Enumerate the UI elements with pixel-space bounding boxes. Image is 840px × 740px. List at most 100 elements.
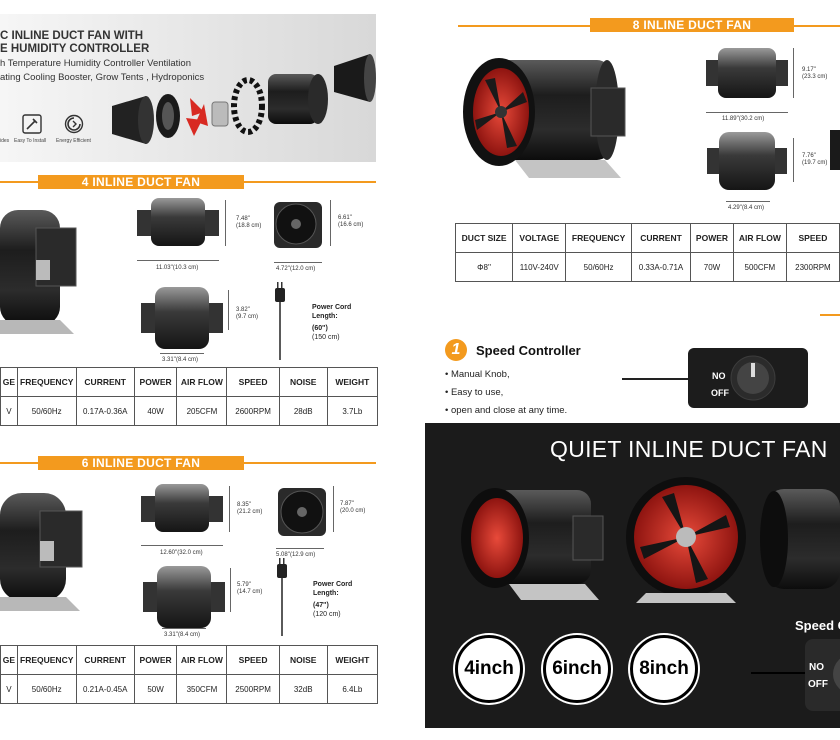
quiet-panel: QUIET INLINE DUCT FAN 4inch 6inch 8inch … [425,423,840,728]
table-row: V 50/60Hz 0.17A-0.36A 40W 205CFM 2600RPM… [0,396,379,426]
power-plug-icon [277,558,287,636]
fan6-side-width-label: 3.31''(8.4 cm) [164,632,200,638]
exploded-fan-illustration [112,54,376,144]
feature-item: Energy Efficient [56,114,96,146]
table-header-cell: CURRENT [75,367,135,397]
table-header-cell: WEIGHT [326,645,379,675]
table-header-cell: POWER [690,223,734,253]
hero-title-line2: E HUMIDITY CONTROLLER [0,43,150,55]
fan6-face-width-label: 5.08''(12.9 cm) [276,552,316,558]
quiet-fan-4 [461,488,604,600]
fan6-length-label: 12.60''(32.0 cm) [160,550,203,556]
table-header-cell: CURRENT [75,645,135,675]
fan4-top-view [141,287,223,349]
size-badge-6inch: 6inch [543,635,611,703]
fan4-cord-label: Power Cord Length: (60'') (150 cm) [312,304,352,341]
controller-number-badge: 1 [445,339,467,361]
knob-off-label: OFF [711,388,729,398]
table-cell: V [0,674,18,704]
table-header-row: DUCT SIZE VOLTAGE FREQUENCY CURRENT POWE… [454,223,840,253]
table-cell: 50/60Hz [565,252,632,282]
table-header-cell: WEIGHT [326,367,379,397]
table-header-cell: POWER [133,367,178,397]
fan8-extra-view [830,130,840,170]
fan6-face-label: 7.87''(20.0 cm) [340,501,366,514]
fan6-side-label: 5.79''(14.7 cm) [237,582,263,595]
feature-item: Easy To Install [14,114,54,146]
list-item: • Easy to use, [445,387,504,398]
energy-icon [64,114,84,134]
size-badge-4inch: 4inch [455,635,523,703]
table-header-cell: SPEED [226,645,280,675]
hero-subtitle-line1: h Temperature Humidity Controller Ventil… [0,58,191,69]
table-header-cell: VOLTAGE [512,223,567,253]
quiet-fan-6 [626,477,746,603]
fan8-side-rule [820,314,840,316]
table-cell: 500CFM [732,252,787,282]
knob-on-label: NO [712,371,726,381]
fan4-length-label: 11.03''(10.3 cm) [156,265,199,271]
fan6-title: 6 INLINE DUCT FAN [38,456,244,470]
table-cell: 2600RPM [226,396,280,426]
table-header-cell: FREQUENCY [16,367,77,397]
table-header-row: GE FREQUENCY CURRENT POWER AIR FLOW SPEE… [0,645,379,675]
fan4-main-image [0,210,77,334]
table-cell: 0.21A-0.45A [75,674,135,704]
table-header-cell: NOISE [278,367,328,397]
wrench-icon [22,114,42,134]
fan8-length-label: 11.89''(30.2 cm) [722,116,765,122]
feature-item: ides [0,114,14,144]
table-header-cell: DUCT SIZE [454,223,514,253]
table-cell: 50/60Hz [16,674,77,704]
list-item: • open and close at any time. [445,405,568,416]
table-header-cell: SPEED [785,223,840,253]
fan4-side-view [137,198,219,246]
table-cell: 350CFM [176,674,228,704]
quiet-title: QUIET INLINE DUCT FAN [550,436,828,462]
fan4-front-view [274,202,322,248]
knob-on-label: NO [809,662,824,673]
fan6-main-image [0,493,83,611]
table-header-cell: CURRENT [630,223,692,253]
table-header-cell: GE [0,367,18,397]
fan6-front-view [278,488,326,536]
feature-label: ides [0,138,10,144]
fan6-spec-table: GE FREQUENCY CURRENT POWER AIR FLOW SPEE… [0,645,379,704]
table-header-cell: AIR FLOW [732,223,787,253]
fan8-side-view [706,48,788,98]
knob-dial-icon [833,658,840,690]
fan6-side-view [141,484,223,532]
size-badge-8inch: 8inch [630,635,698,703]
knob-dial-icon [730,355,776,401]
fan8-main-image [463,58,626,178]
table-cell: 0.17A-0.36A [75,396,135,426]
table-header-row: GE FREQUENCY CURRENT POWER AIR FLOW SPEE… [0,367,379,397]
feature-label: Energy Efficient [56,138,91,144]
fan4-spec-table: GE FREQUENCY CURRENT POWER AIR FLOW SPEE… [0,367,379,426]
table-row: V 50/60Hz 0.21A-0.45A 50W 350CFM 2500RPM… [0,674,379,704]
quiet-fan-8 [760,489,840,589]
hero-banner: C INLINE DUCT FAN WITH E HUMIDITY CONTRO… [0,14,376,162]
hero-subtitle-line2: ating Cooling Booster, Grow Tents , Hydr… [0,72,205,83]
table-cell: V [0,396,18,426]
table-cell: 50W [133,674,178,704]
table-header-cell: POWER [133,645,178,675]
table-header-cell: NOISE [278,645,328,675]
table-cell: 2300RPM [785,252,840,282]
fan8-spec-table: DUCT SIZE VOLTAGE FREQUENCY CURRENT POWE… [454,223,840,282]
speed-controller-knob: NO OFF [688,348,808,408]
fan4-side-label: 3.82''(9.7 cm) [236,307,259,320]
table-header-cell: FREQUENCY [565,223,632,253]
quiet-speed-controller: NO OFF [805,639,840,711]
fan8-side-label: 7.76''(19.7 cm) [802,153,828,166]
table-cell: 40W [133,396,178,426]
table-cell: 2500RPM [226,674,280,704]
table-header-cell: AIR FLOW [176,367,228,397]
fan6-height-label: 8.35''(21.2 cm) [237,502,263,515]
fan6-top-view [143,566,225,628]
table-cell: Φ8'' [454,252,514,282]
table-header-cell: FREQUENCY [16,645,77,675]
table-cell: 70W [690,252,734,282]
fan8-top-view [707,132,787,190]
table-row: Φ8'' 110V-240V 50/60Hz 0.33A-0.71A 70W 5… [454,252,840,282]
